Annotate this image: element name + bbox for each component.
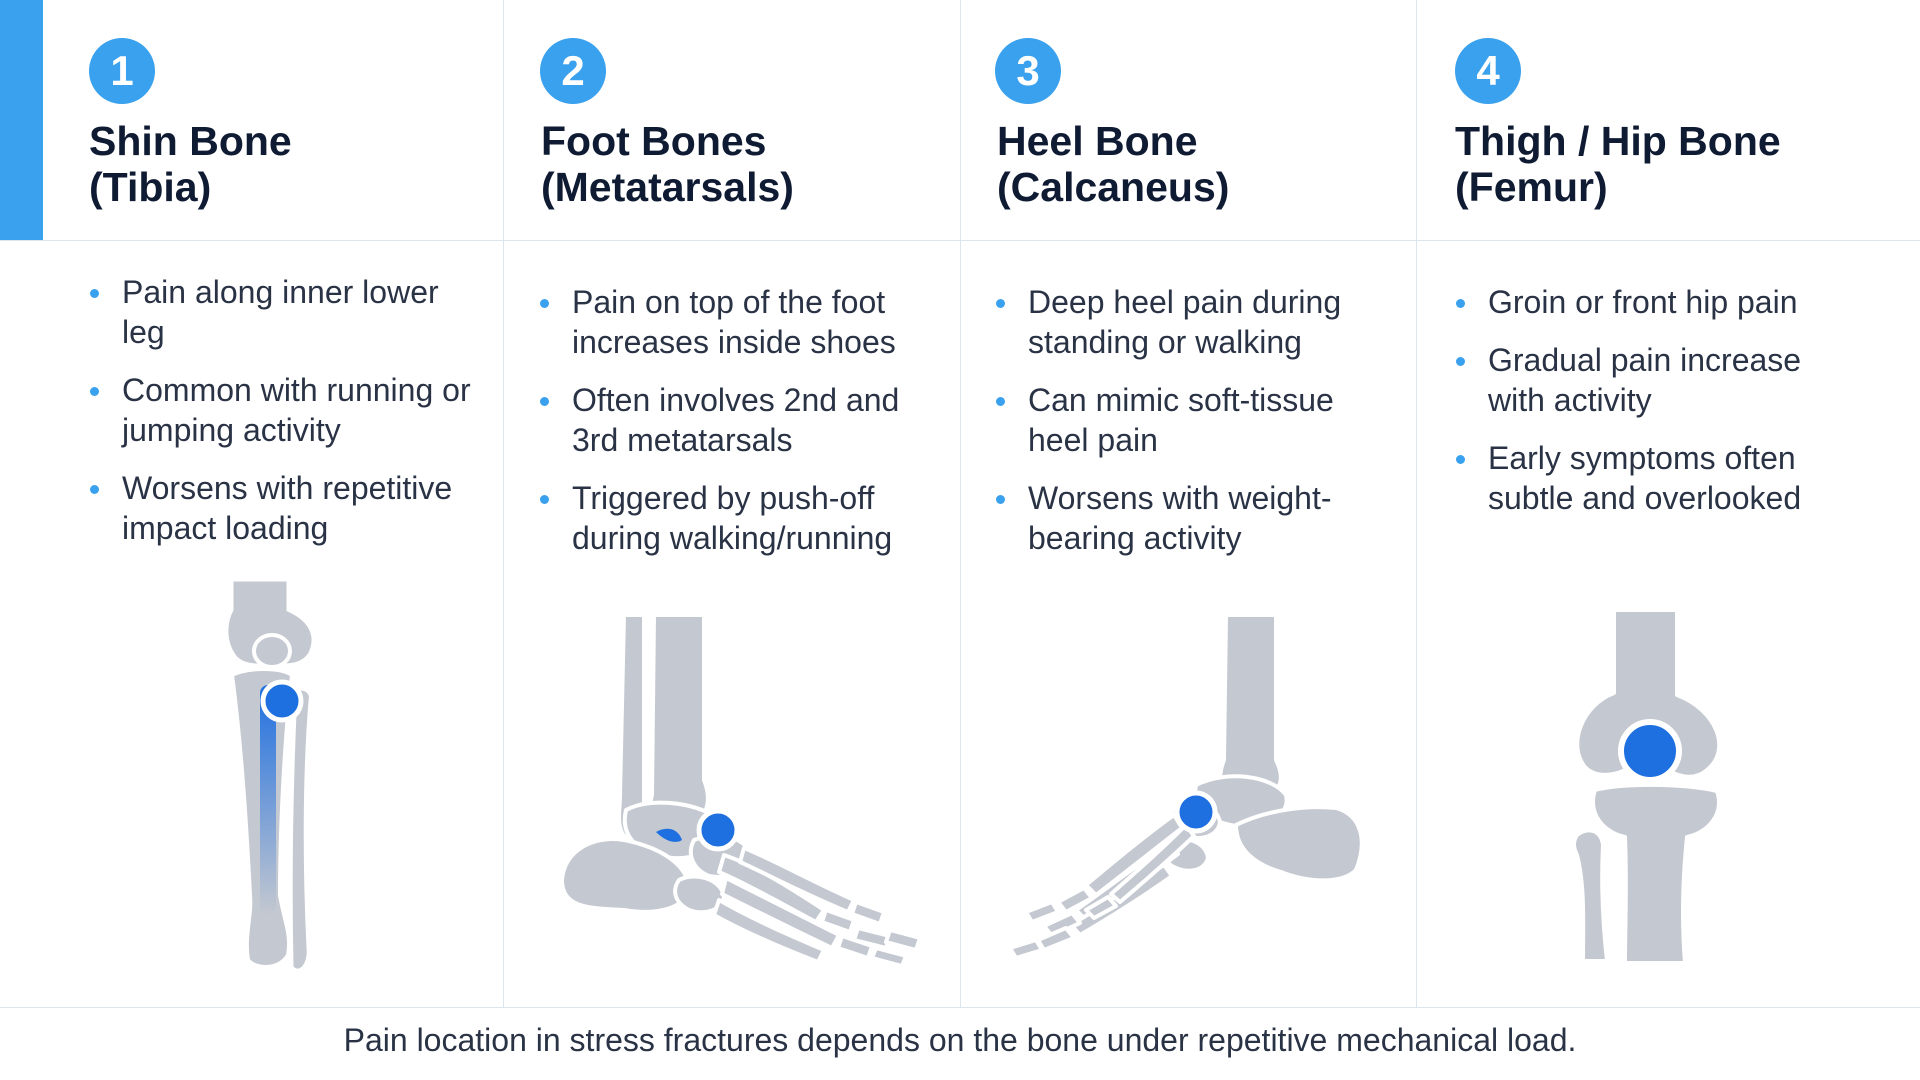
panel-title: Foot Bones (Metatarsals) [541,118,794,210]
symptom-item: Gradual pain increase with activity [1456,340,1851,420]
symptom-item: Groin or front hip pain [1456,282,1851,322]
title-line-2: (Calcaneus) [997,164,1230,210]
symptom-item: Early symptoms often subtle and overlook… [1456,438,1851,518]
footer-divider [0,1007,1920,1008]
symptom-list: Pain on top of the foot increases inside… [540,282,935,576]
title-line-2: (Femur) [1455,164,1608,210]
panel-foot-bones: 2 Foot Bones (Metatarsals) Pain on top o… [504,0,960,1007]
column-divider [1416,0,1417,1007]
accent-bar [0,0,43,240]
symptom-item: Common with running or jumping activity [90,370,485,450]
heel-icon [1008,613,1364,960]
femur-icon [1572,608,1722,965]
step-number-badge: 2 [540,38,606,104]
panel-thigh-hip-bone: 4 Thigh / Hip Bone (Femur) Groin or fron… [1417,0,1920,1007]
symptom-item: Worsens with weight-bearing activity [996,478,1391,558]
tibia-icon [225,578,315,972]
symptom-item: Deep heel pain during standing or walkin… [996,282,1391,362]
symptom-item: Triggered by push-off during walking/run… [540,478,935,558]
symptom-list: Deep heel pain during standing or walkin… [996,282,1391,576]
panel-title: Heel Bone (Calcaneus) [997,118,1229,210]
symptom-item: Can mimic soft-tissue heel pain [996,380,1391,460]
symptom-item: Often involves 2nd and 3rd metatarsals [540,380,935,460]
step-number-badge: 4 [1455,38,1521,104]
step-number-badge: 3 [995,38,1061,104]
step-number-badge: 1 [89,38,155,104]
title-line-1: Heel Bone [997,118,1198,164]
title-line-2: (Tibia) [89,164,212,210]
title-line-1: Shin Bone [89,118,292,164]
foot-icon [560,613,922,965]
symptom-item: Pain along inner lower leg [90,272,485,352]
panel-heel-bone: 3 Heel Bone (Calcaneus) Deep heel pain d… [961,0,1416,1007]
title-line-2: (Metatarsals) [541,164,794,210]
panel-shin-bone: 1 Shin Bone (Tibia) Pain along inner low… [0,0,503,1007]
column-divider [960,0,961,1007]
column-divider [503,0,504,1007]
footer-caption: Pain location in stress fractures depend… [343,1022,1577,1058]
symptom-list: Groin or front hip pain Gradual pain inc… [1456,282,1851,536]
title-line-1: Foot Bones [541,118,767,164]
panel-title: Thigh / Hip Bone (Femur) [1455,118,1781,210]
panel-title: Shin Bone (Tibia) [89,118,292,210]
symptom-item: Pain on top of the foot increases inside… [540,282,935,362]
symptom-item: Worsens with repetitive impact loading [90,468,485,548]
symptom-list: Pain along inner lower leg Common with r… [90,272,485,566]
title-line-1: Thigh / Hip Bone [1455,118,1781,164]
